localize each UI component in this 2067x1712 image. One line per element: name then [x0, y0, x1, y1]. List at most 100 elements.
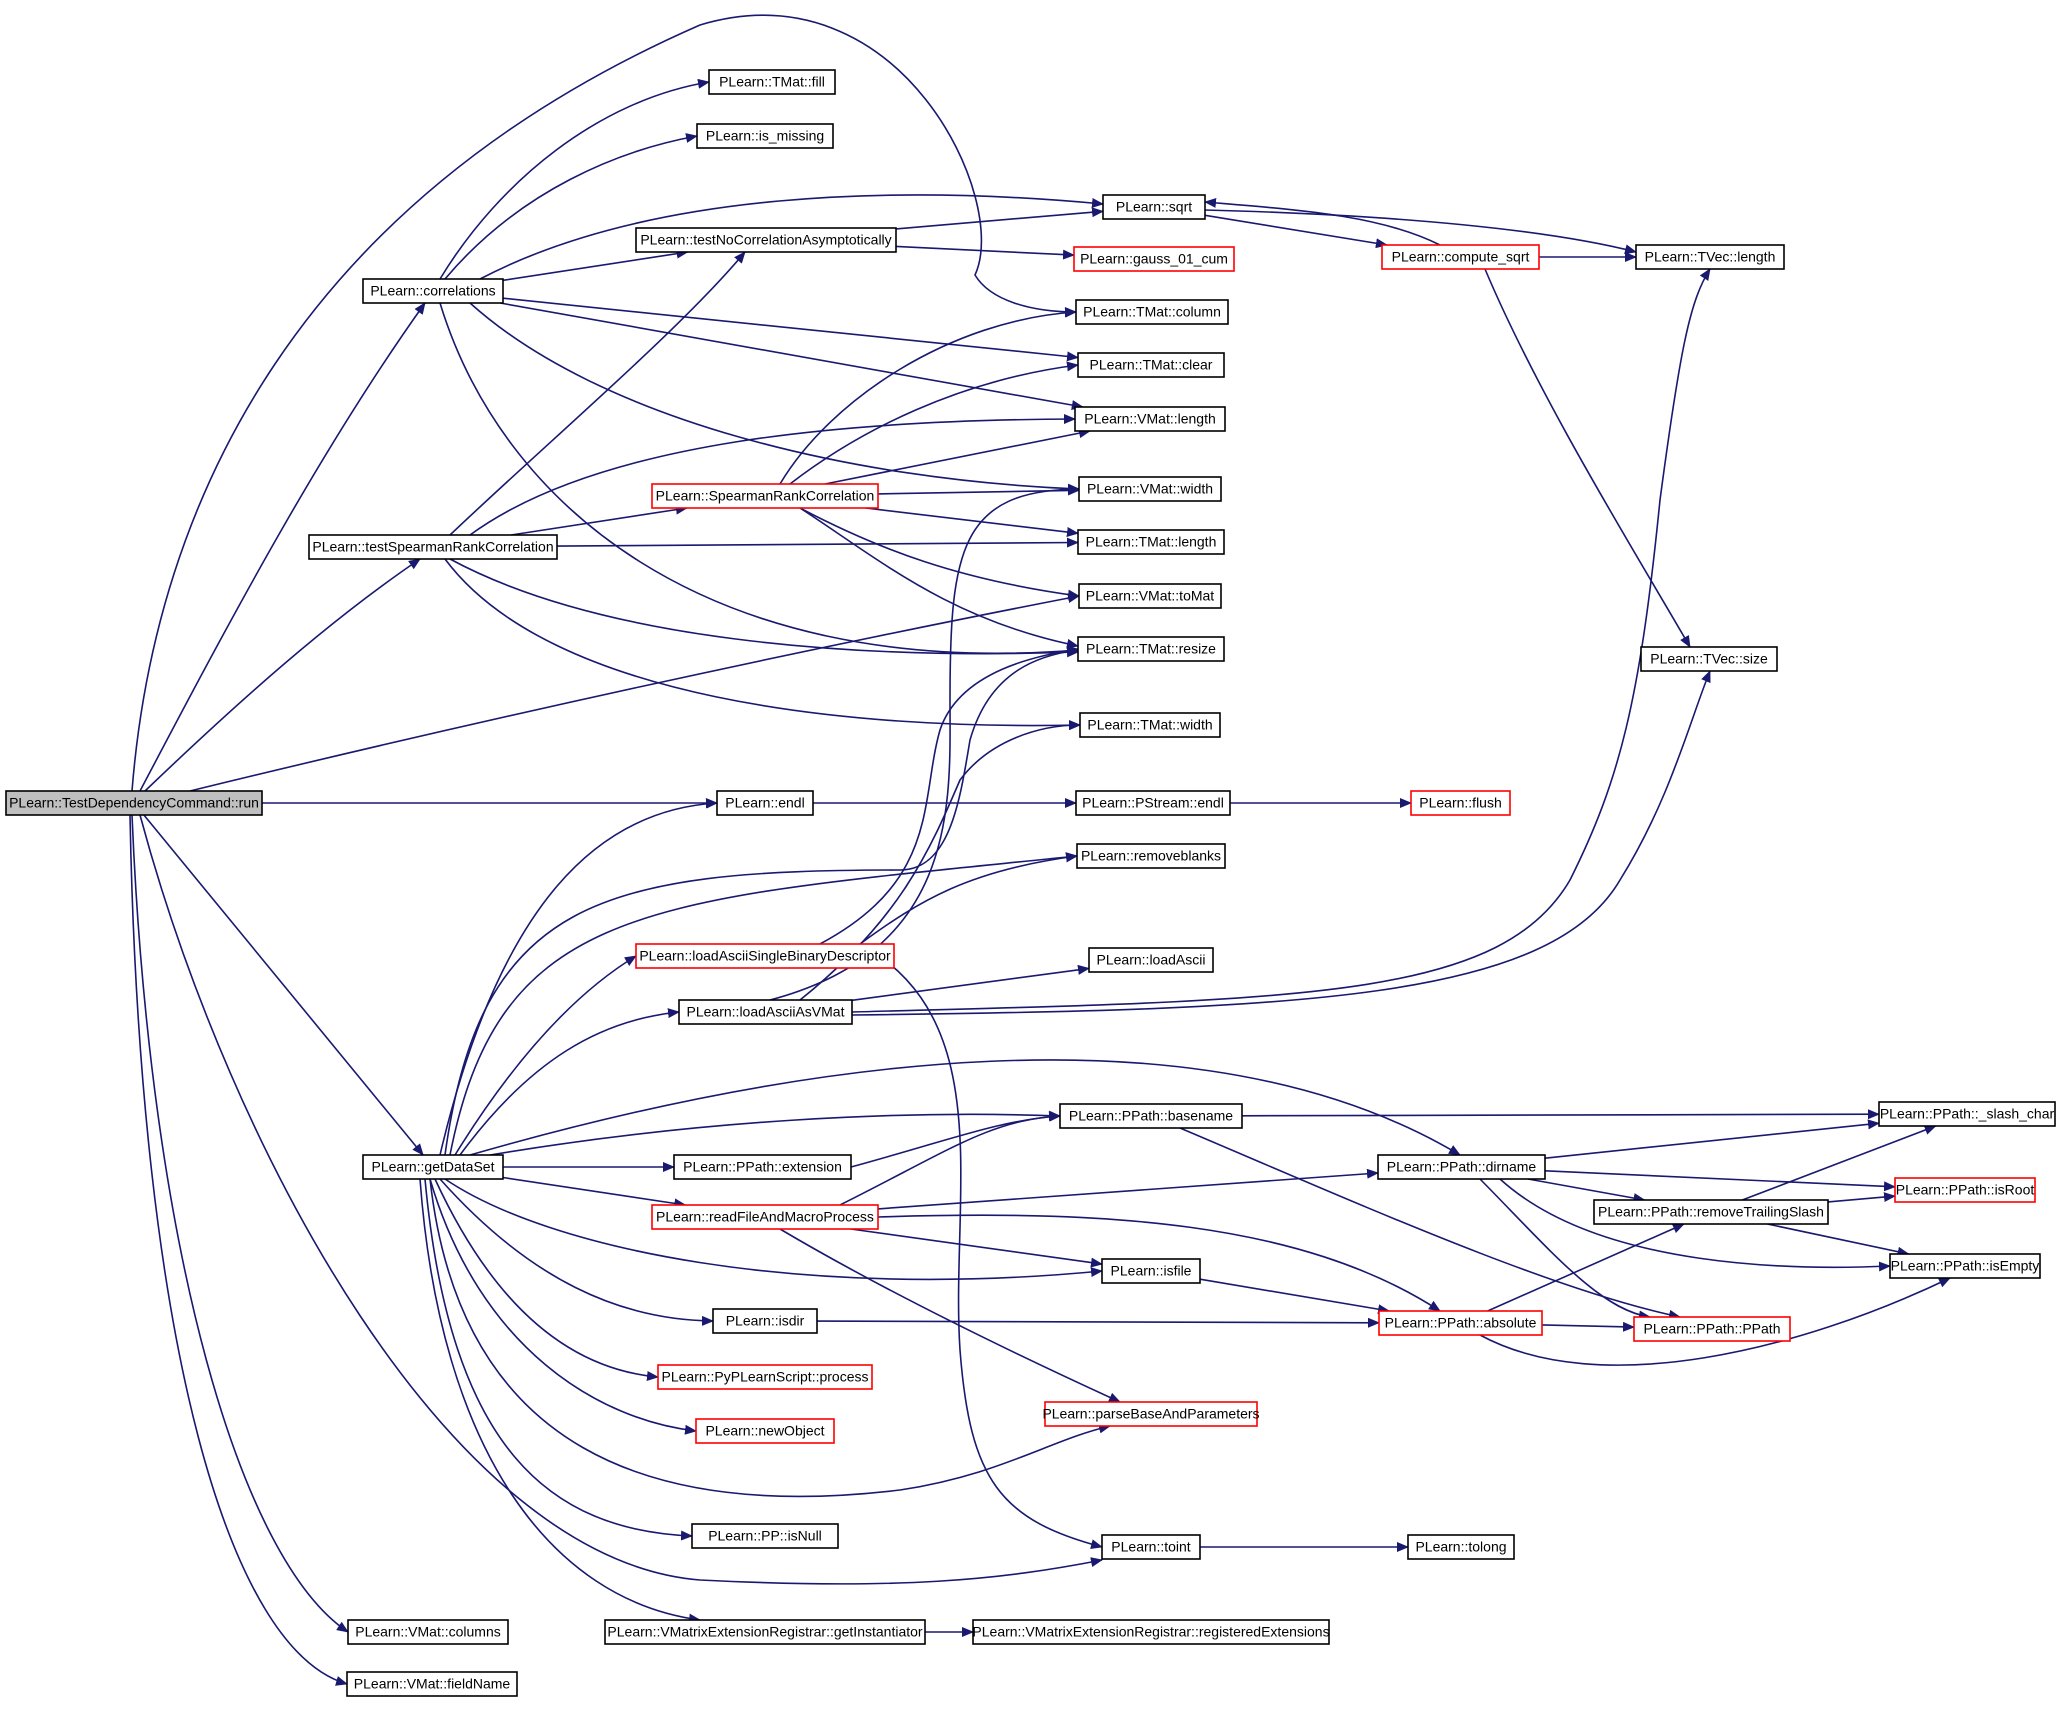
node-box [1407, 1534, 1515, 1560]
node-label: PLearn::TMat::column [1083, 304, 1221, 320]
node-label: PLearn::TMat::resize [1086, 641, 1216, 657]
node-endl[interactable]: PLearn::endl [716, 790, 814, 816]
node-tolong[interactable]: PLearn::tolong [1407, 1534, 1515, 1560]
node-tmat_column[interactable]: PLearn::TMat::column [1075, 299, 1229, 325]
node-loadAscii[interactable]: PLearn::loadAscii [1088, 947, 1214, 973]
node-tmat_width[interactable]: PLearn::TMat::width [1079, 712, 1221, 738]
edge-getDataSet-to-pyprocess [434, 1178, 659, 1381]
node-box [5, 790, 263, 816]
node-vmat_length[interactable]: PLearn::VMat::length [1074, 406, 1226, 432]
edge-spearman-to-tmat_column [779, 307, 1077, 485]
node-label: PLearn::endl [725, 795, 804, 811]
node-is_missing[interactable]: PLearn::is_missing [696, 123, 834, 149]
node-label: PLearn::SpearmanRankCorrelation [656, 488, 875, 504]
node-pyprocess[interactable]: PLearn::PyPLearnScript::process [657, 1364, 873, 1390]
edge-correlations-to-testNoCorr [502, 248, 689, 282]
node-toint[interactable]: PLearn::toint [1101, 1534, 1201, 1560]
node-isEmpty[interactable]: PLearn::PPath::isEmpty [1889, 1253, 2041, 1279]
node-box [1074, 406, 1226, 432]
node-label: PLearn::gauss_01_cum [1080, 251, 1228, 267]
node-label: PLearn::newObject [705, 1423, 824, 1439]
node-box [691, 1523, 839, 1549]
node-sqrt[interactable]: PLearn::sqrt [1102, 194, 1206, 220]
node-spearman[interactable]: PLearn::SpearmanRankCorrelation [651, 483, 879, 509]
node-parseBase[interactable]: PLearn::parseBaseAndParameters [1042, 1401, 1260, 1427]
node-label: PLearn::PP::isNull [708, 1528, 822, 1544]
node-vmat_toMat[interactable]: PLearn::VMat::toMat [1078, 583, 1222, 609]
edge-run-to-testSpearman [144, 558, 421, 792]
edge-basename-to-slash_char [1241, 1109, 1880, 1120]
node-isRoot[interactable]: PLearn::PPath::isRoot [1894, 1177, 2036, 1203]
node-label: PLearn::testSpearmanRankCorrelation [312, 539, 553, 555]
node-box [635, 227, 897, 253]
edge-loadAsciiSBD-to-tmat_resize [819, 645, 1079, 945]
node-regExt[interactable]: PLearn::VMatrixExtensionRegistrar::regis… [972, 1619, 1330, 1645]
node-flush[interactable]: PLearn::flush [1410, 790, 1511, 816]
node-label: PLearn::parseBaseAndParameters [1042, 1406, 1259, 1422]
node-box [1075, 299, 1229, 325]
node-label: PLearn::removeblanks [1081, 848, 1221, 864]
node-vmat_columns[interactable]: PLearn::VMat::columns [347, 1619, 509, 1645]
node-label: PLearn::PPath::dirname [1387, 1159, 1537, 1175]
node-testNoCorr[interactable]: PLearn::testNoCorrelationAsymptotically [635, 227, 897, 253]
node-isdir[interactable]: PLearn::isdir [712, 1308, 818, 1334]
node-slash_char[interactable]: PLearn::PPath::_slash_char [1878, 1101, 2056, 1127]
edge-readFile-to-dirname [877, 1168, 1379, 1210]
node-label: PLearn::VMatrixExtensionRegistrar::regis… [972, 1624, 1329, 1640]
edge-getDataSet-to-removeblanks [449, 852, 1078, 1156]
node-readFile[interactable]: PLearn::readFileAndMacroProcess [651, 1204, 879, 1230]
node-tvec_length[interactable]: PLearn::TVec::length [1635, 244, 1785, 270]
node-correlations[interactable]: PLearn::correlations [362, 278, 504, 304]
node-compute_sqrt[interactable]: PLearn::compute_sqrt [1381, 244, 1540, 270]
node-testSpearman[interactable]: PLearn::testSpearmanRankCorrelation [308, 534, 558, 560]
node-loadAsciiAsVMat[interactable]: PLearn::loadAsciiAsVMat [678, 999, 853, 1025]
node-label: PLearn::isdir [726, 1313, 805, 1329]
edge-extension-to-basename [850, 1111, 1061, 1168]
node-box [1640, 646, 1778, 672]
node-isfile[interactable]: PLearn::isfile [1101, 1258, 1201, 1284]
node-fieldName[interactable]: PLearn::VMat::fieldName [346, 1671, 518, 1697]
edge-absolute-to-isEmpty [1479, 1277, 1951, 1366]
edge-testSpearman-to-vmat_length [469, 414, 1076, 536]
node-gauss[interactable]: PLearn::gauss_01_cum [1073, 246, 1235, 272]
node-box [1889, 1253, 2041, 1279]
node-basename[interactable]: PLearn::PPath::basename [1059, 1103, 1243, 1129]
node-fill[interactable]: PLearn::TMat::fill [708, 69, 836, 95]
node-label: PLearn::PPath::_slash_char [1880, 1106, 2055, 1122]
node-newObject[interactable]: PLearn::newObject [695, 1418, 835, 1444]
node-label: PLearn::PPath::isRoot [1896, 1182, 2035, 1198]
node-tmat_resize[interactable]: PLearn::TMat::resize [1077, 636, 1225, 662]
node-removeTrailing[interactable]: PLearn::PPath::removeTrailingSlash [1593, 1199, 1829, 1225]
node-tmat_clear[interactable]: PLearn::TMat::clear [1077, 352, 1225, 378]
edge-isfile-to-absolute [1199, 1278, 1391, 1315]
edge-dirname-to-removeTrailing [1527, 1178, 1646, 1203]
node-dirname[interactable]: PLearn::PPath::dirname [1377, 1154, 1546, 1180]
node-vmat_width[interactable]: PLearn::VMat::width [1078, 476, 1222, 502]
node-box [362, 1154, 504, 1180]
node-label: PLearn::VMat::columns [355, 1624, 501, 1640]
node-getInst[interactable]: PLearn::VMatrixExtensionRegistrar::getIn… [604, 1619, 926, 1645]
node-pstream_endl[interactable]: PLearn::PStream::endl [1075, 790, 1231, 816]
node-run[interactable]: PLearn::TestDependencyCommand::run [5, 790, 263, 816]
node-label: PLearn::getDataSet [372, 1159, 495, 1175]
node-absolute[interactable]: PLearn::PPath::absolute [1378, 1310, 1543, 1336]
node-box [1077, 636, 1225, 662]
edge-dirname-to-slash_char [1544, 1119, 1880, 1159]
node-ppath[interactable]: PLearn::PPath::PPath [1633, 1316, 1791, 1342]
node-label: PLearn::loadAsciiSingleBinaryDescriptor [639, 948, 891, 964]
edge-loadAsciiSBD-to-toint [859, 943, 1103, 1550]
edge-correlations-to-vmat_length [500, 302, 1084, 410]
edge-correlations-to-fill [439, 78, 710, 280]
node-label: PLearn::isfile [1111, 1263, 1192, 1279]
node-extension[interactable]: PLearn::PPath::extension [673, 1154, 852, 1180]
node-isNull[interactable]: PLearn::PP::isNull [691, 1523, 839, 1549]
node-getDataSet[interactable]: PLearn::getDataSet [362, 1154, 504, 1180]
node-tvec_size[interactable]: PLearn::TVec::size [1640, 646, 1778, 672]
node-label: PLearn::compute_sqrt [1392, 249, 1530, 265]
node-loadAsciiSBD[interactable]: PLearn::loadAsciiSingleBinaryDescriptor [635, 943, 895, 969]
node-tmat_length[interactable]: PLearn::TMat::length [1077, 529, 1225, 555]
node-removeblanks[interactable]: PLearn::removeblanks [1076, 843, 1226, 869]
node-label: PLearn::is_missing [706, 128, 824, 144]
node-label: PLearn::PPath::isEmpty [1891, 1258, 2040, 1274]
